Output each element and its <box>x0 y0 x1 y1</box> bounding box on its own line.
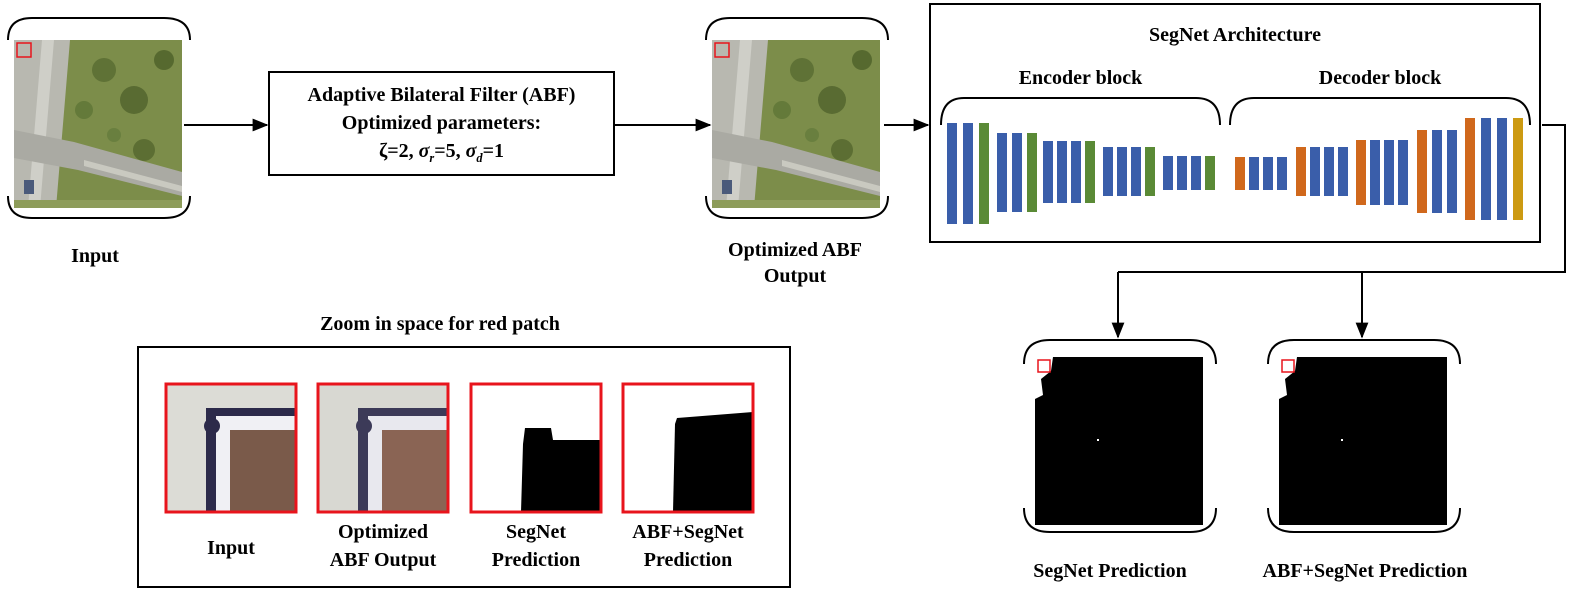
decoder-layer-bar <box>1296 147 1306 196</box>
red-patch-marker <box>1037 359 1051 373</box>
encoder-layer-bar <box>1131 147 1141 196</box>
abf-segnet-prediction-mask <box>1279 357 1447 525</box>
encoder-layer-bar <box>963 123 973 224</box>
param-sigma-r-value: =5, <box>434 140 461 162</box>
decoder-layer-bar <box>1417 130 1427 213</box>
abf-box: Adaptive Bilateral Filter (ABF) Optimize… <box>268 71 615 176</box>
segnet-architecture-box: SegNet Architecture <box>929 3 1541 243</box>
decoder-layer-bar <box>1263 157 1273 190</box>
segnet-title: SegNet Architecture <box>1149 24 1321 46</box>
encoder-layer-bar <box>1145 147 1155 196</box>
abf-output-aerial-image <box>712 40 880 208</box>
decoder-layer-bar <box>1249 157 1259 190</box>
decoder-bracket <box>1229 97 1531 126</box>
zoom-patch-input <box>164 382 298 514</box>
decoder-layer-bar <box>1356 140 1366 205</box>
decoder-layer-bar <box>1338 147 1348 196</box>
encoder-layer-bar <box>1191 156 1201 190</box>
frame-bracket-abf-pred-bottom <box>1267 507 1461 533</box>
decoder-layer-bar <box>1277 157 1287 190</box>
encoder-layer-bar <box>997 133 1007 212</box>
decoder-layer-bar <box>1513 118 1523 220</box>
param-sigma-d-sub: d <box>476 151 483 165</box>
frame-bracket-abf-top <box>705 17 889 41</box>
segnet-prediction-label: SegNet Prediction <box>1033 560 1187 582</box>
encoder-layer-bar <box>1085 141 1095 203</box>
decoder-layer-bar <box>1398 140 1408 205</box>
zoom-label-abf-segnet-line2: Prediction <box>643 549 733 571</box>
decoder-layer-bar <box>1497 118 1507 220</box>
decoder-layer-bar <box>1324 147 1334 196</box>
frame-bracket-abf-bottom <box>705 195 889 219</box>
red-patch-marker <box>1281 359 1295 373</box>
encoder-layer-bar <box>1071 141 1081 203</box>
decoder-layer-bar <box>1384 140 1394 205</box>
decoder-layer-bar <box>1310 147 1320 196</box>
abf-output-label-line1: Optimized ABF <box>728 239 862 261</box>
zoom-label-segnet-line1: SegNet <box>506 521 566 543</box>
encoder-layer-bar <box>1012 133 1022 212</box>
abf-segnet-prediction-label: ABF+SegNet Prediction <box>1262 560 1468 582</box>
zoom-patch-abf-segnet-prediction <box>621 382 755 514</box>
decoder-layer-bar <box>1235 157 1245 190</box>
param-sigma-r: σ <box>418 140 430 162</box>
input-aerial-image <box>14 40 182 208</box>
decoder-layer-bar <box>1447 130 1457 213</box>
decoder-layer-bar <box>1432 130 1442 213</box>
encoder-bracket <box>940 97 1221 126</box>
abf-output-label-line2: Output <box>763 265 827 287</box>
encoder-layer-bar <box>947 123 957 224</box>
encoder-layer-bar <box>1103 147 1113 196</box>
encoder-block-label: Encoder block <box>1018 67 1143 89</box>
zoom-label-abf-line2: ABF Output <box>329 549 437 571</box>
red-patch-marker <box>714 42 730 58</box>
abf-subtitle: Optimized parameters: <box>341 112 542 134</box>
encoder-layer-bar <box>1057 141 1067 203</box>
decoder-layer-bar <box>1465 118 1475 220</box>
frame-bracket-input-top <box>7 17 191 41</box>
decoder-layer-bar <box>1370 140 1380 205</box>
abf-title: Adaptive Bilateral Filter (ABF) <box>307 84 576 106</box>
abf-parameters: ζ=2, σr=5, σd=1 <box>270 139 613 166</box>
encoder-layer-bar <box>1177 156 1187 190</box>
frame-bracket-segnet-pred-top <box>1023 339 1217 365</box>
zoom-patch-abf-output <box>316 382 450 514</box>
param-sigma-d-value: =1 <box>482 140 505 162</box>
frame-bracket-input-bottom <box>7 195 191 219</box>
zoom-label-input-line1: Input <box>207 537 255 559</box>
decoder-block-label: Decoder block <box>1318 67 1442 89</box>
zoom-label-abf-segnet-line1: ABF+SegNet <box>632 521 744 543</box>
param-sigma-r-sub: r <box>429 151 435 165</box>
arrow-segnet-to-predictions <box>1118 124 1566 273</box>
zoom-title: Zoom in space for red patch <box>320 313 560 335</box>
param-zeta: ζ=2, <box>378 140 414 162</box>
decoder-layer-bar <box>1481 118 1491 220</box>
zoom-label-segnet-line2: Prediction <box>491 549 581 571</box>
encoder-layer-bar <box>1027 133 1037 212</box>
segnet-prediction-mask <box>1035 357 1203 525</box>
encoder-layer-bar <box>1163 156 1173 190</box>
param-sigma-d: σ <box>465 140 477 162</box>
red-patch-marker <box>16 42 32 58</box>
frame-bracket-segnet-pred-bottom <box>1023 507 1217 533</box>
frame-bracket-abf-pred-top <box>1267 339 1461 365</box>
input-label: Input <box>71 245 119 267</box>
encoder-layer-bar <box>1117 147 1127 196</box>
encoder-layer-bar <box>1043 141 1053 203</box>
zoom-label-abf-line1: Optimized <box>338 521 428 543</box>
zoom-patch-segnet-prediction <box>469 382 603 514</box>
encoder-layer-bar <box>979 123 989 224</box>
encoder-layer-bar <box>1205 156 1215 190</box>
